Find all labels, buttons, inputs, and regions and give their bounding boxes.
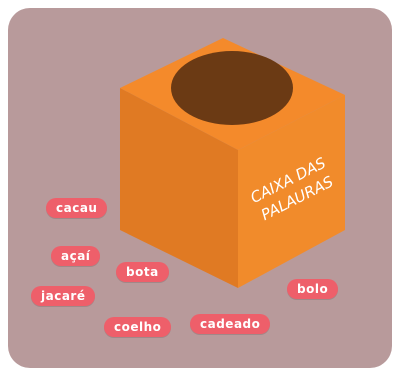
word-chip-acai[interactable]: açaí xyxy=(51,246,101,266)
word-chip-cadeado[interactable]: cadeado xyxy=(190,314,271,334)
word-chip-coelho[interactable]: coelho xyxy=(104,317,172,337)
word-chip-cacau[interactable]: cacau xyxy=(46,198,108,218)
box-right-face xyxy=(238,95,345,288)
box-left-face xyxy=(120,88,238,288)
word-chip-bolo[interactable]: bolo xyxy=(287,279,339,299)
box-opening[interactable] xyxy=(171,51,293,125)
word-chip-bota[interactable]: bota xyxy=(116,262,169,282)
word-chip-jacare[interactable]: jacaré xyxy=(31,286,96,306)
